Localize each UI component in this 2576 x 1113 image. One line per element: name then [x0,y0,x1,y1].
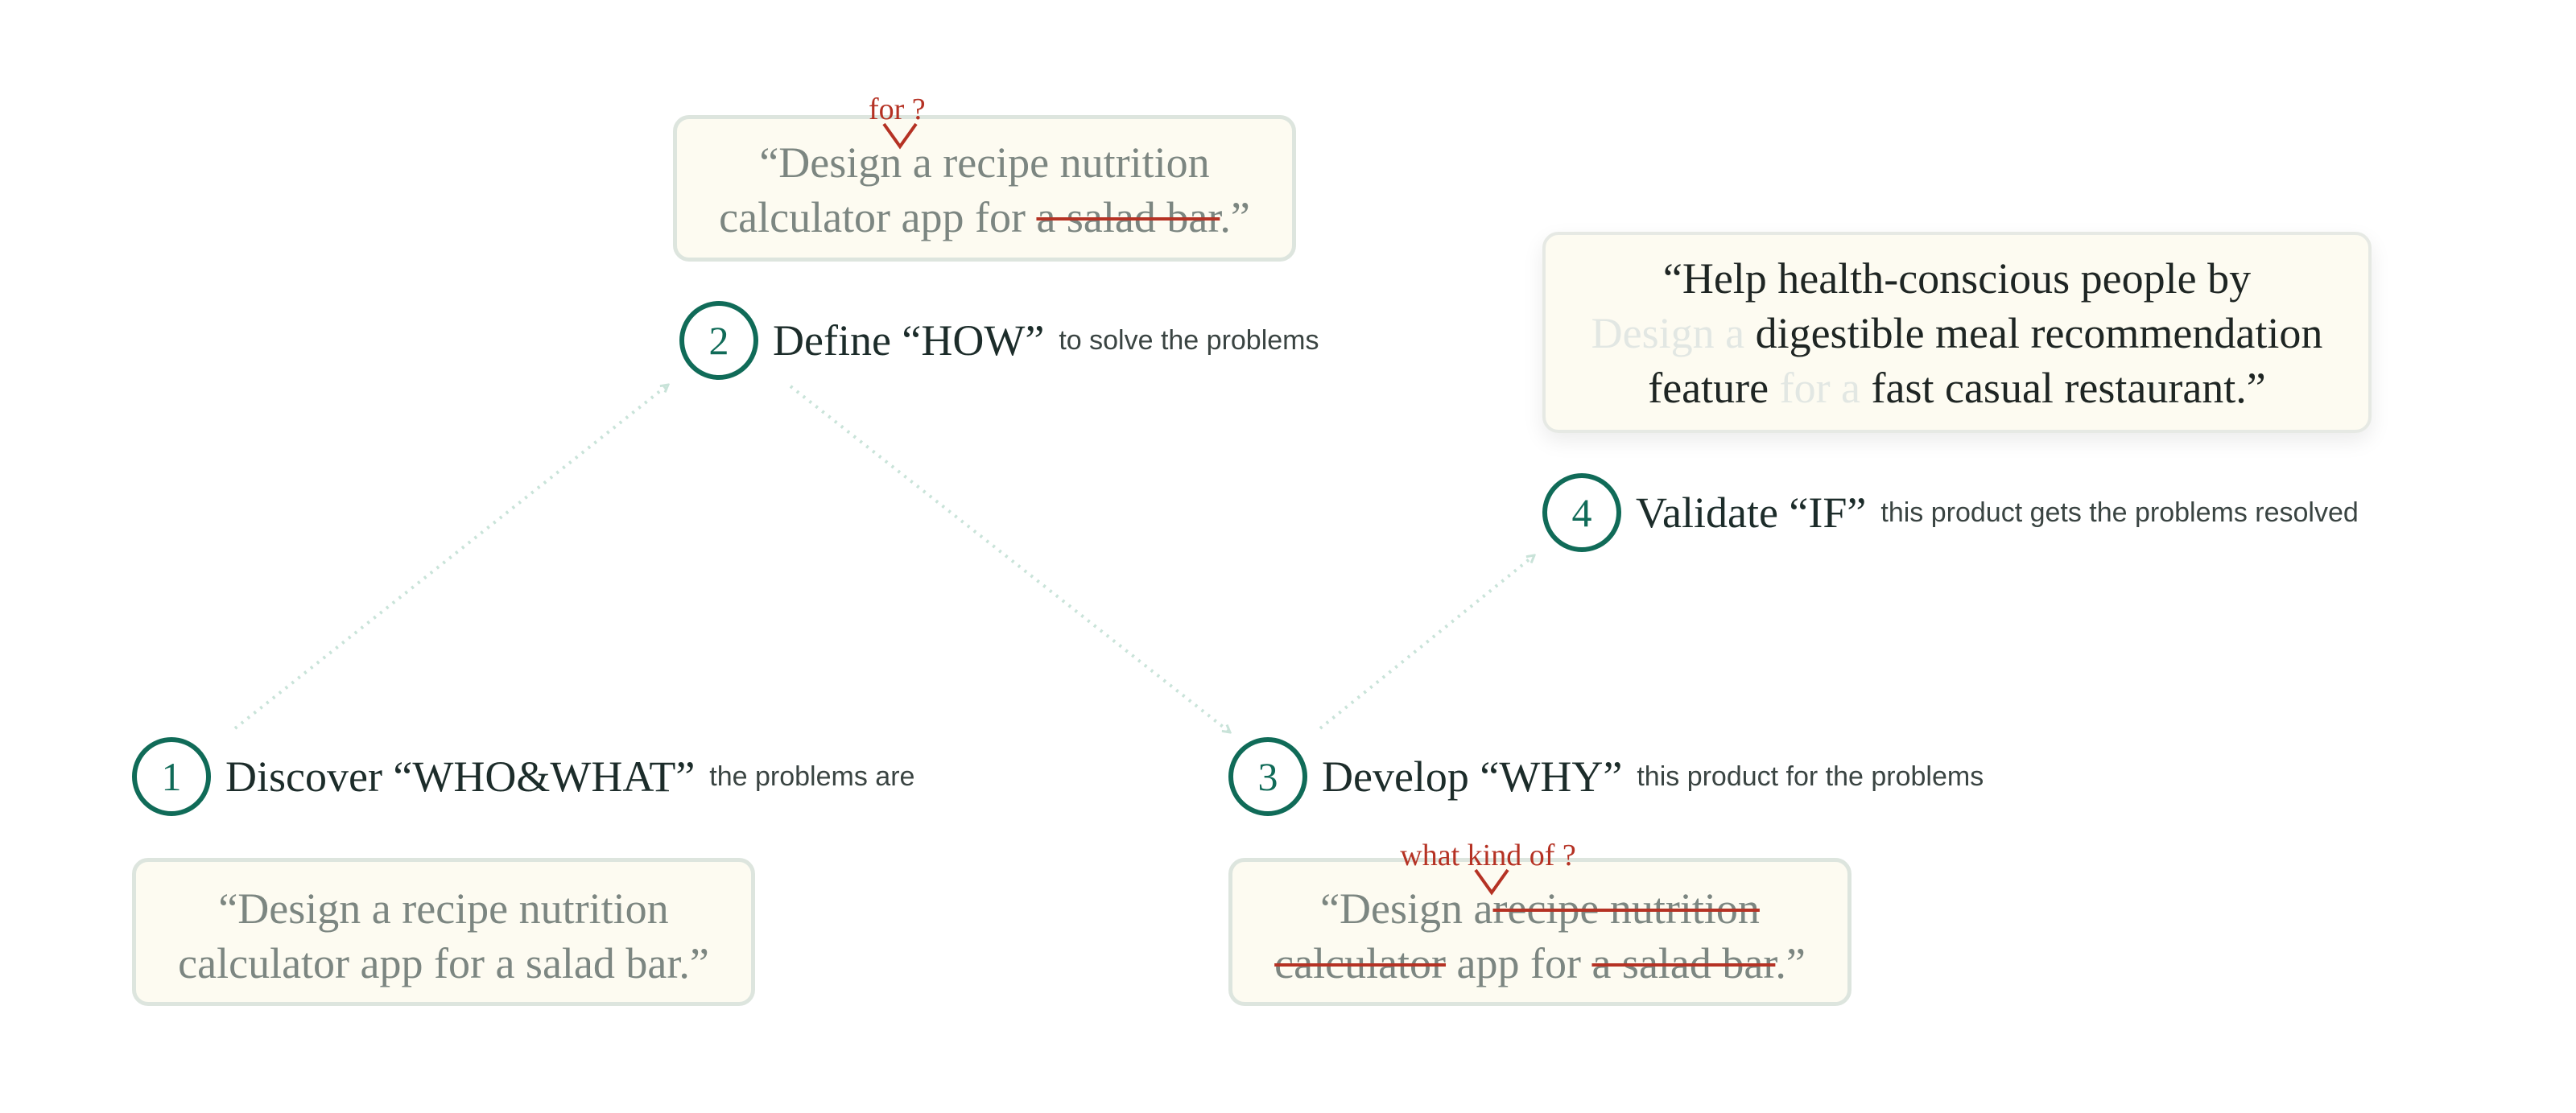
caret-icon [882,122,918,150]
discover-quote-line-2: calculator app for a salad bar.” [178,939,709,987]
struck-text: calculator [1274,939,1447,987]
arrow-2-to-3 [789,385,1230,732]
struck-text: a salad bar [1036,193,1220,241]
step-subtitle: to solve the problems [1059,324,1319,356]
discover-quote-box: “Design a recipe nutrition calculator ap… [132,858,755,1006]
step-number-badge: 2 [679,301,758,380]
annotation-for: for ? [868,93,926,126]
step-validate: 4 Validate “IF” this product gets the pr… [1542,473,2359,552]
ghost-text: Design a [1591,309,1756,357]
step-discover: 1 Discover “WHO&WHAT” the problems are [132,737,914,816]
struck-text: recipe nutrition [1492,884,1760,933]
step-subtitle: this product gets the problems resolved [1880,497,2359,528]
validate-quote-line-1: “Help health-conscious people by [1662,254,2252,303]
annotation-what-kind-of: what kind of ? [1400,839,1576,872]
step-subtitle: this product for the problems [1637,761,1984,792]
arrow-1-to-2 [233,385,668,730]
step-title: Validate “IF” [1636,488,1867,537]
validate-quote-line-2: Design a digestible meal recommendation [1591,309,2323,357]
step-title: Develop “WHY” [1322,752,1623,801]
caret-icon [1473,868,1509,896]
arrow-3-to-4 [1319,555,1534,730]
discover-quote-line-1: “Design a recipe nutrition [218,884,669,933]
step-define: 2 Define “HOW” to solve the problems [679,301,1319,380]
step-title: Define “HOW” [773,316,1045,365]
step-develop: 3 Develop “WHY” this product for the pro… [1228,737,1984,816]
develop-quote-line-2: calculator app for a salad bar.” [1274,939,1806,987]
define-quote-line-2: calculator app for a salad bar.” [719,193,1250,241]
step-number-badge: 3 [1228,737,1307,816]
step-subtitle: the problems are [709,761,915,792]
validate-quote-line-3: feature for a fast casual restaurant.” [1648,364,2266,412]
validate-quote-box: “Help health-conscious people by Design … [1542,232,2372,433]
step-title: Discover “WHO&WHAT” [225,752,696,801]
step-number-badge: 1 [132,737,211,816]
step-number-badge: 4 [1542,473,1621,552]
struck-text: a salad bar [1591,939,1776,987]
ghost-text: for a [1779,364,1872,412]
